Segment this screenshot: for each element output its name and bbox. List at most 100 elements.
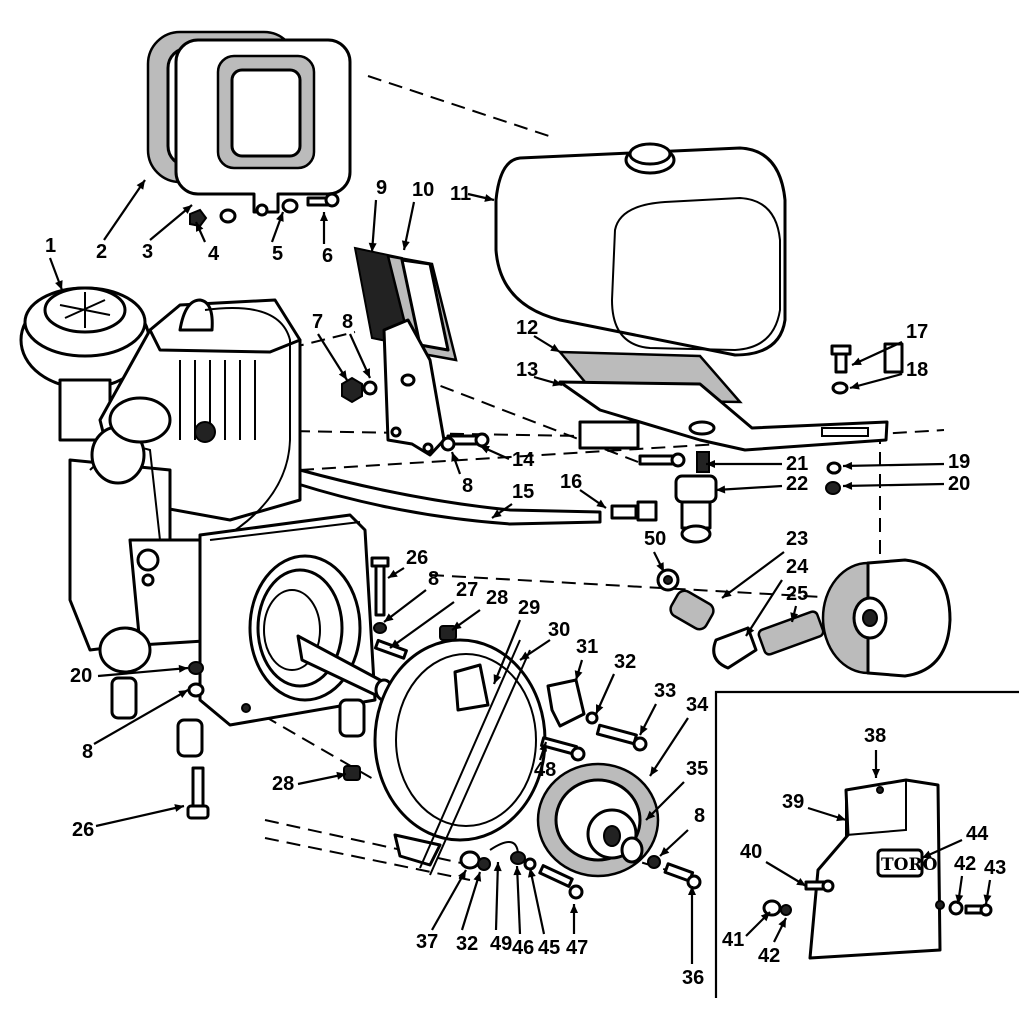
callout-arrowhead-c8c bbox=[384, 613, 394, 622]
callout-arrowhead-c49 bbox=[493, 862, 502, 872]
fuel-shutoff-valve bbox=[674, 451, 718, 544]
callout-arrowhead-c42b bbox=[778, 918, 786, 928]
callout-arrowhead-c27 bbox=[390, 639, 400, 648]
callout-arrowhead-c34 bbox=[650, 766, 659, 776]
callout-label-c29: 29 bbox=[518, 597, 540, 619]
callout-label-c38: 38 bbox=[864, 725, 886, 747]
housing-hardware bbox=[186, 556, 457, 820]
callout-arrowhead-c9 bbox=[368, 242, 377, 252]
callout-leader-c46 bbox=[515, 865, 522, 935]
callout-label-c16: 16 bbox=[560, 471, 582, 493]
callout-arrowhead-c30 bbox=[520, 651, 530, 660]
callout-label-c22: 22 bbox=[786, 473, 808, 495]
callout-arrowhead-c3 bbox=[182, 205, 192, 214]
bracket-hardware bbox=[189, 192, 340, 228]
bracket-bolt bbox=[540, 711, 648, 762]
callout-leader-c8e bbox=[93, 689, 189, 745]
callout-label-c10: 10 bbox=[412, 179, 434, 201]
callout-label-c39: 39 bbox=[782, 791, 804, 813]
callout-leader-c27 bbox=[389, 601, 455, 649]
callout-arrowhead-c26b bbox=[174, 804, 184, 812]
drum-mounting-hardware bbox=[459, 841, 584, 900]
callout-arrowhead-c26a bbox=[388, 569, 398, 578]
callout-arrowhead-c8d bbox=[660, 846, 670, 856]
callout-arrowhead-c10 bbox=[401, 240, 410, 250]
callout-label-c1: 1 bbox=[45, 235, 56, 257]
callout-label-c5: 5 bbox=[272, 243, 283, 265]
callout-arrowhead-c40 bbox=[796, 877, 806, 886]
callout-leader-c17 bbox=[851, 341, 903, 366]
callout-label-c8a: 8 bbox=[342, 311, 353, 333]
callout-label-c26a: 26 bbox=[406, 547, 428, 569]
callout-label-c4: 4 bbox=[208, 243, 220, 265]
callout-label-c6: 6 bbox=[322, 245, 333, 267]
callout-arrowhead-c7 bbox=[338, 370, 347, 380]
callout-arrowhead-c6 bbox=[320, 212, 328, 221]
callout-arrowhead-c36 bbox=[688, 886, 696, 895]
callout-arrowhead-c1 bbox=[55, 280, 63, 290]
callout-label-c20a: 20 bbox=[948, 473, 970, 495]
clutch-bracket bbox=[546, 678, 586, 728]
drum-hardware bbox=[620, 836, 702, 890]
callout-label-c34: 34 bbox=[686, 694, 709, 716]
callout-arrowhead-c31 bbox=[574, 670, 583, 680]
callout-arrowhead-c8a bbox=[362, 368, 370, 378]
callout-arrowhead-c18 bbox=[850, 381, 860, 390]
callout-leader-c19 bbox=[842, 462, 945, 468]
callout-label-c31: 31 bbox=[576, 636, 598, 658]
callout-leader-c22 bbox=[715, 484, 783, 492]
callout-label-c8b: 8 bbox=[462, 475, 473, 497]
callout-leader-c34 bbox=[649, 717, 689, 777]
shield-bolt bbox=[440, 432, 686, 468]
callout-label-c41: 41 bbox=[722, 929, 744, 951]
callout-arrowhead-c47 bbox=[570, 904, 578, 913]
callout-label-c8d: 8 bbox=[694, 805, 705, 827]
callout-label-c30: 30 bbox=[548, 619, 570, 641]
callout-label-c42b: 42 bbox=[758, 945, 780, 967]
callout-label-c44: 44 bbox=[966, 823, 989, 845]
callout-label-c42a: 42 bbox=[954, 853, 976, 875]
callout-label-c46: 46 bbox=[512, 937, 534, 959]
callout-label-c33: 33 bbox=[654, 680, 676, 702]
support-bolt-and-washer bbox=[830, 342, 904, 395]
callout-leader-c29 bbox=[492, 619, 522, 685]
toro-logo-text: TORO bbox=[881, 855, 938, 875]
callout-label-c49: 49 bbox=[490, 933, 512, 955]
callout-leader-c45 bbox=[528, 867, 546, 935]
callout-arrowhead-c14 bbox=[480, 446, 490, 454]
tank-nuts bbox=[825, 461, 842, 495]
callout-arrowhead-c50 bbox=[656, 562, 664, 572]
callout-label-c23: 23 bbox=[786, 528, 808, 550]
callout-arrowhead-c28b bbox=[336, 771, 346, 780]
callout-arrowhead-c8b bbox=[451, 452, 459, 462]
callout-arrowhead-c38 bbox=[872, 769, 880, 778]
fuel-fitting bbox=[610, 500, 658, 522]
callout-label-c7: 7 bbox=[312, 311, 323, 333]
callout-arrowhead-c39 bbox=[836, 813, 846, 822]
callout-arrowhead-c32b bbox=[473, 872, 482, 882]
callout-arrowhead-c45 bbox=[527, 868, 536, 878]
tank-support-bracket bbox=[558, 380, 889, 452]
callout-label-c21: 21 bbox=[786, 453, 808, 475]
callout-arrowhead-c4 bbox=[196, 222, 204, 232]
callout-arrowhead-c48 bbox=[539, 742, 547, 752]
callout-arrowhead-c11 bbox=[484, 194, 494, 202]
callout-arrowhead-c20a bbox=[843, 481, 853, 490]
callout-leader-c2 bbox=[103, 179, 146, 241]
callout-label-c28a: 28 bbox=[486, 587, 508, 609]
callout-label-c24: 24 bbox=[786, 556, 809, 578]
callout-leader-c32b bbox=[460, 871, 482, 931]
callout-arrowhead-c35 bbox=[646, 810, 656, 820]
callout-leader-c7 bbox=[317, 333, 348, 381]
callout-arrowhead-c17 bbox=[852, 357, 862, 365]
callout-label-c43: 43 bbox=[984, 857, 1006, 879]
callout-arrowhead-c43 bbox=[983, 894, 992, 904]
callout-arrowhead-c20b bbox=[178, 664, 188, 673]
callout-label-c13: 13 bbox=[516, 359, 538, 381]
callout-label-c20b: 20 bbox=[70, 665, 92, 687]
callout-leader-c49 bbox=[494, 861, 500, 931]
pulley-fittings bbox=[656, 568, 825, 670]
callout-label-c12: 12 bbox=[516, 317, 538, 339]
callout-arrowhead-c8e bbox=[178, 690, 188, 698]
